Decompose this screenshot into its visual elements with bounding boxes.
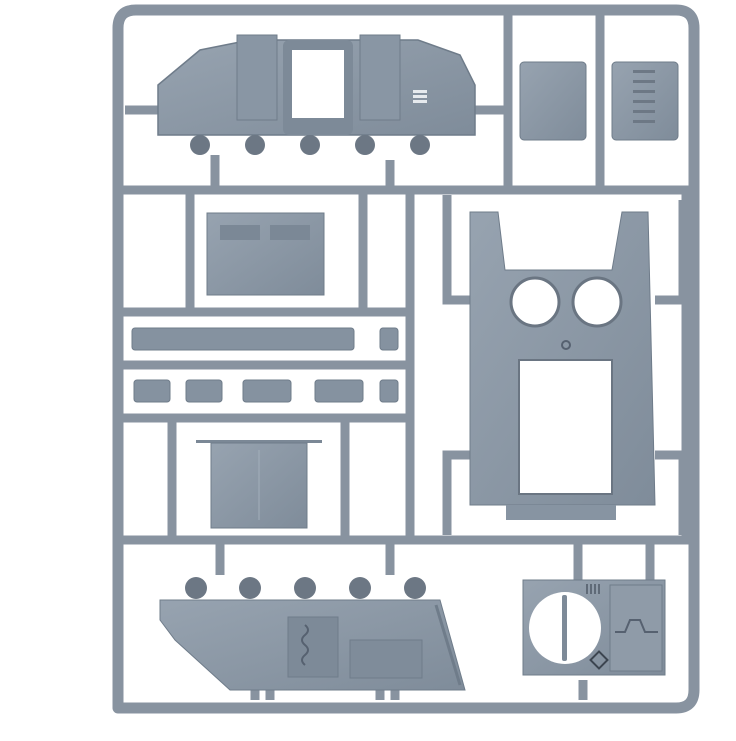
part-top-hull-side (157, 34, 476, 155)
part-door-panel-vented (611, 61, 679, 141)
part-door-panel-plain (519, 61, 587, 141)
part-ramp-plate (196, 440, 322, 529)
sprue-frame (112, 4, 700, 714)
sprue-runners (118, 10, 694, 700)
part-track-strip-long (131, 327, 399, 351)
part-rear-panel (206, 212, 325, 296)
part-front-plate (522, 579, 666, 676)
part-bottom-hull-side (159, 577, 466, 691)
part-track-strips-short (133, 379, 399, 403)
part-hull-top-plate (469, 211, 656, 520)
